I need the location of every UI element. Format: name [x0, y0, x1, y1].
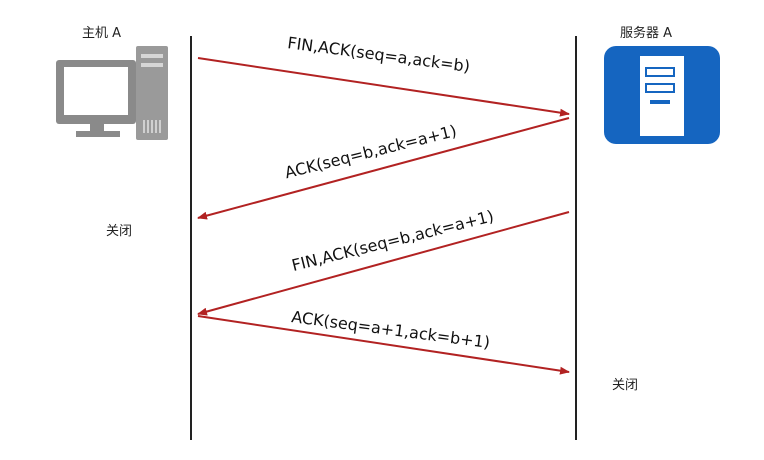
server-icon [604, 46, 720, 144]
server-label: 服务器 A [620, 26, 673, 41]
message-label-1: FIN,ACK(seq=a,ack=b) [286, 33, 471, 76]
computer-icon [56, 46, 168, 140]
host-label: 主机 A [82, 26, 122, 41]
message-arrow-4 [197, 315, 570, 375]
server-closed-label: 关闭 [612, 378, 639, 393]
message-arrow-2 [197, 117, 570, 220]
message-arrow-3 [197, 211, 570, 316]
message-arrow-1 [197, 57, 570, 117]
message-label-2: ACK(seq=b,ack=a+1) [283, 121, 459, 182]
host-closed-label: 关闭 [106, 224, 133, 239]
